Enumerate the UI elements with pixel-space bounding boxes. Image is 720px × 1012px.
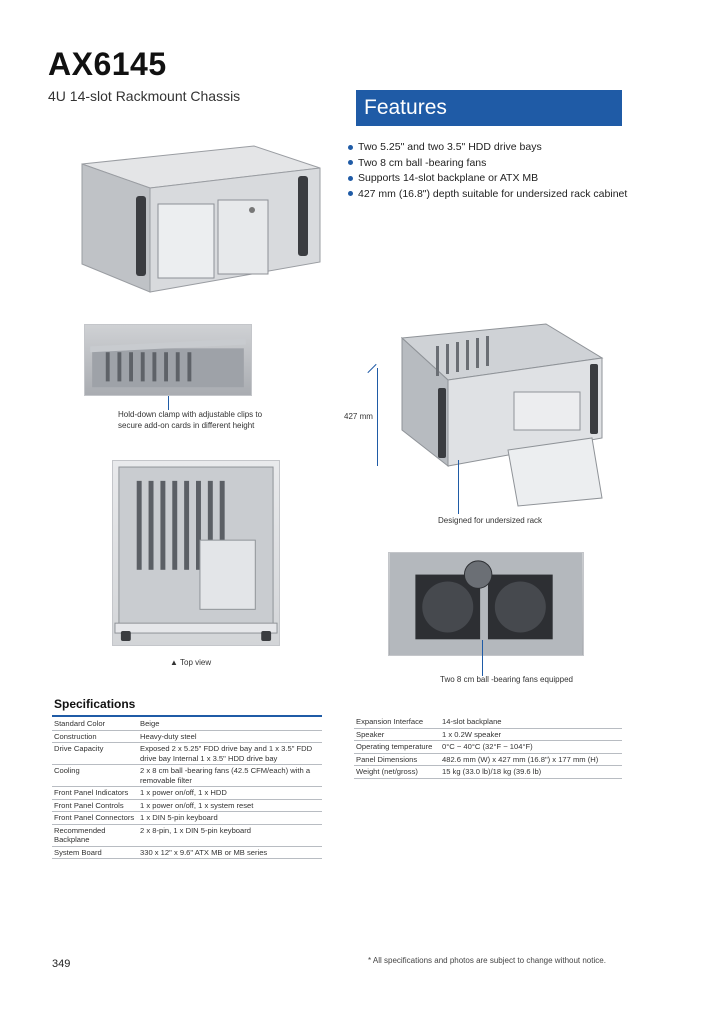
feature-item: Two 8 cm ball -bearing fans <box>348 156 627 172</box>
page-title: AX6145 <box>48 46 167 82</box>
spec-value: 482.6 mm (W) x 427 mm (16.8") x 177 mm (… <box>440 753 622 766</box>
footnote: * All specifications and photos are subj… <box>368 956 606 965</box>
triangle-icon: ▲ <box>170 658 180 667</box>
spec-value: 1 x 0.2W speaker <box>440 728 622 741</box>
features-heading: Features <box>356 90 622 126</box>
feature-text: Two 8 cm ball -bearing fans <box>358 156 487 169</box>
clamp-illustration <box>90 338 246 388</box>
undersized-callout-line <box>458 460 459 514</box>
depth-dimension-tick <box>367 363 377 374</box>
feature-text: 427 mm (16.8") depth suitable for unders… <box>358 187 628 200</box>
spec-key: Speaker <box>354 728 440 741</box>
fans-photo <box>388 552 584 656</box>
spec-key: Front Panel Connectors <box>52 811 138 825</box>
bullet-icon <box>348 191 353 197</box>
depth-caption: 427 mm <box>344 412 373 421</box>
spec-value: 2 x 8 cm ball -bearing fans (42.5 CFM/ea… <box>138 764 322 787</box>
specs-left-rule <box>52 715 322 717</box>
spec-value: 15 kg (33.0 lb)/18 kg (39.6 lb) <box>440 765 622 779</box>
chassis-open-photo <box>396 318 608 508</box>
depth-dimension-line <box>377 368 378 466</box>
spec-value: Exposed 2 x 5.25" FDD drive bay and 1 x … <box>138 742 322 765</box>
fans-callout-line <box>482 640 483 676</box>
spec-value: 330 x 12" x 9.6" ATX MB or MB series <box>138 846 322 859</box>
top-view-caption: ▲ Top view <box>170 658 211 669</box>
bullet-icon <box>348 144 353 150</box>
spec-key: Panel Dimensions <box>354 753 440 766</box>
spec-key: Drive Capacity <box>52 742 138 765</box>
spec-key: Cooling <box>52 764 138 787</box>
top-view-illustration <box>114 466 278 641</box>
top-view-photo <box>112 460 280 646</box>
spec-key: Front Panel Indicators <box>52 786 138 800</box>
spec-key: Operating temperature <box>354 740 440 754</box>
spec-value: 2 x 8-pin, 1 x DIN 5-pin keyboard <box>138 824 322 847</box>
clamp-callout-line <box>168 396 169 410</box>
feature-item: Two 5.25" and two 3.5" HDD drive bays <box>348 140 627 156</box>
clamp-photo <box>84 324 252 396</box>
chassis-open-illustration <box>400 323 604 507</box>
clamp-caption: Hold-down clamp with adjustable clips to… <box>118 410 263 430</box>
spec-value: 1 x power on/off, 1 x system reset <box>138 799 322 812</box>
undersized-caption: Designed for undersized rack <box>438 516 543 525</box>
spec-value: 0°C ~ 40°C (32°F ~ 104°F) <box>440 740 622 754</box>
table-row: Weight (net/gross)15 kg (33.0 lb)/18 kg … <box>354 765 622 779</box>
spec-key: Standard Color <box>52 718 138 731</box>
spec-key: Construction <box>52 730 138 743</box>
bullet-icon <box>348 175 353 181</box>
spec-value: 1 x power on/off, 1 x HDD <box>138 786 322 800</box>
chassis-front-illustration <box>81 145 321 293</box>
chassis-front-photo <box>74 142 324 298</box>
feature-text: Two 5.25" and two 3.5" HDD drive bays <box>358 141 542 153</box>
spec-key: Recommended Backplane <box>52 824 138 847</box>
spec-key: Expansion Interface <box>354 716 440 729</box>
spec-key: Front Panel Controls <box>52 799 138 812</box>
fans-caption: Two 8 cm ball -bearing fans equipped <box>440 675 573 684</box>
spec-value: Beige <box>138 718 322 731</box>
fans-illustration <box>389 553 583 655</box>
spec-value: 14-slot backplane <box>440 716 622 729</box>
bullet-icon <box>348 160 353 166</box>
top-view-caption-text: Top view <box>180 658 212 667</box>
spec-key: System Board <box>52 846 138 859</box>
spec-key: Weight (net/gross) <box>354 765 440 779</box>
features-list: Two 5.25" and two 3.5" HDD drive bays Tw… <box>348 140 627 202</box>
spec-value: Heavy-duty steel <box>138 730 322 743</box>
page-number: 349 <box>52 958 71 970</box>
feature-item: 427 mm (16.8") depth suitable for unders… <box>348 187 627 203</box>
feature-item: Supports 14-slot backplane or ATX MB <box>348 171 627 187</box>
page-subtitle: 4U 14-slot Rackmount Chassis <box>48 88 241 104</box>
specs-heading: Specifications <box>54 697 136 711</box>
spec-value: 1 x DIN 5-pin keyboard <box>138 811 322 825</box>
feature-text: Supports 14-slot backplane or ATX MB <box>358 172 539 184</box>
